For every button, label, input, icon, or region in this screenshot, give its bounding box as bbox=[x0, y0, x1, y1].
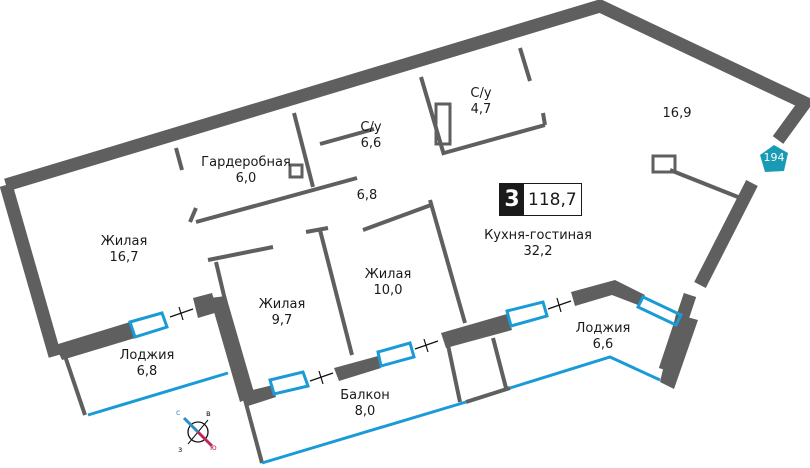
compass-west: з bbox=[178, 445, 183, 454]
rooms-count: 3 bbox=[500, 184, 524, 215]
compass-icon bbox=[182, 416, 214, 448]
interior-walls bbox=[63, 47, 749, 464]
room-label-hall: 6,8 bbox=[356, 188, 378, 203]
apartment-badge: 3 118,7 bbox=[499, 183, 582, 216]
outer-walls bbox=[0, 0, 810, 373]
room-label-area-16-9: 16,9 bbox=[662, 106, 692, 121]
apartment-number: 194 bbox=[763, 151, 785, 164]
pentagon-icon bbox=[760, 145, 788, 172]
apartment-number-marker: 194 bbox=[759, 144, 789, 174]
thick-walls bbox=[55, 102, 698, 406]
total-area: 118,7 bbox=[524, 184, 581, 215]
windows bbox=[87, 295, 684, 465]
compass-north: с bbox=[176, 408, 181, 417]
compass-south: ю bbox=[210, 443, 217, 452]
compass: с в ю з bbox=[170, 408, 230, 464]
compass-east: в bbox=[206, 409, 211, 418]
door-marks bbox=[169, 297, 572, 385]
